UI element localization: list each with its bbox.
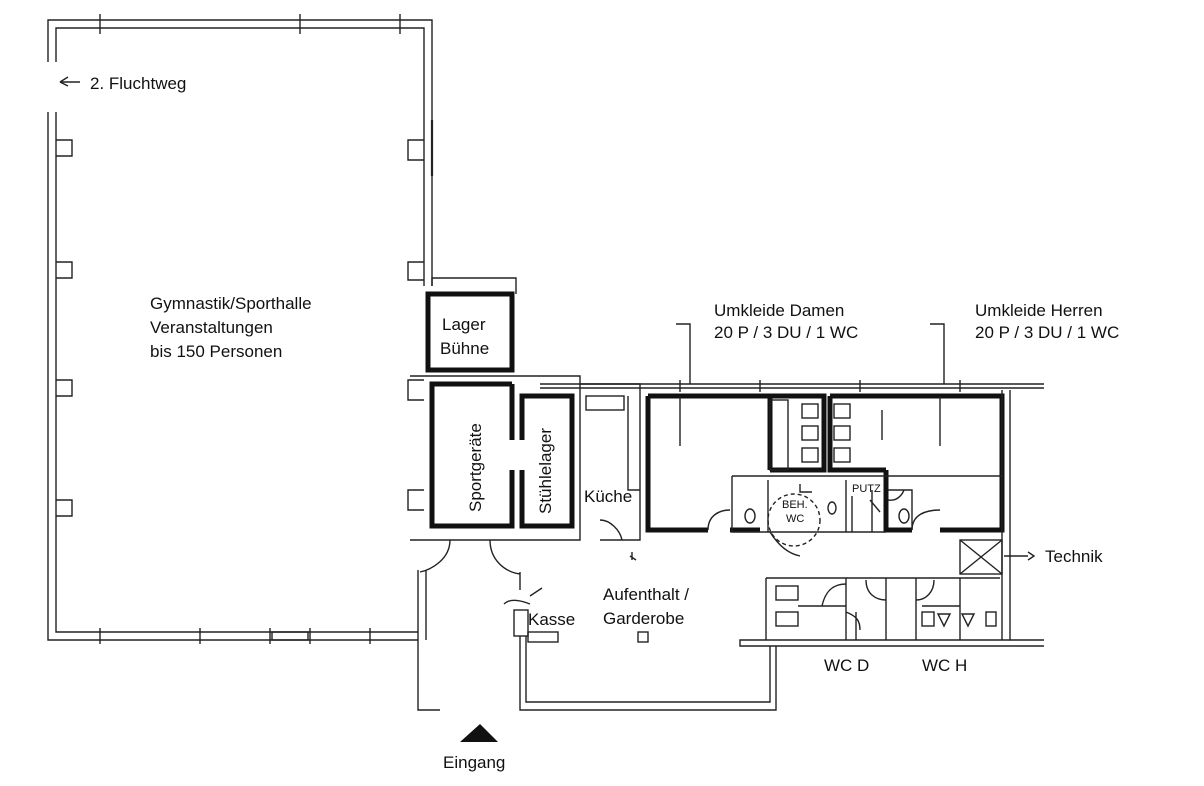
lounge-label-line2: Garderobe bbox=[603, 609, 684, 628]
entrance-arrow-icon bbox=[460, 724, 498, 742]
changing-men-title: Umkleide Herren bbox=[975, 301, 1103, 320]
cashier-label: Kasse bbox=[528, 610, 575, 629]
entrance-hall bbox=[503, 587, 777, 711]
storage-label-line1: Lager bbox=[442, 315, 486, 334]
sports-equipment-label: Sportgeräte bbox=[466, 423, 485, 512]
storage-label-line2: Bühne bbox=[440, 339, 489, 358]
hall-label-line1: Gymnastik/Sporthalle bbox=[150, 294, 312, 313]
leader-line-women bbox=[676, 323, 691, 446]
lounge-label-line1: Aufenthalt / bbox=[603, 585, 689, 604]
accessible-wc-label-line1: BEH. bbox=[782, 499, 808, 511]
escape-route-label: 2. Fluchtweg bbox=[90, 74, 186, 93]
escape-arrow-icon bbox=[59, 76, 80, 87]
changing-women-title: Umkleide Damen bbox=[714, 301, 844, 320]
wc-block bbox=[739, 577, 1044, 647]
wc-men-label: WC H bbox=[922, 656, 967, 675]
wc-women-label: WC D bbox=[824, 656, 869, 675]
changing-men-capacity: 20 P / 3 DU / 1 WC bbox=[975, 323, 1119, 342]
storage-room bbox=[425, 277, 517, 373]
hall-walls bbox=[47, 14, 440, 711]
technik-room bbox=[959, 539, 1036, 575]
equipment-rooms bbox=[410, 375, 581, 590]
leader-line-men bbox=[930, 323, 945, 446]
entrance-label: Eingang bbox=[443, 753, 505, 772]
technik-label: Technik bbox=[1045, 547, 1103, 566]
cleaning-label: PUTZ bbox=[852, 483, 881, 495]
accessible-wc-label-line2: WC bbox=[786, 513, 804, 525]
hall-label-line3: bis 150 Personen bbox=[150, 342, 282, 361]
hall-label-line2: Veranstaltungen bbox=[150, 318, 273, 337]
changing-women-capacity: 20 P / 3 DU / 1 WC bbox=[714, 323, 858, 342]
kitchen bbox=[580, 383, 641, 561]
kitchen-label: Küche bbox=[584, 487, 632, 506]
chair-storage-label: Stühlelager bbox=[536, 428, 555, 514]
changing-rooms bbox=[540, 380, 1044, 641]
